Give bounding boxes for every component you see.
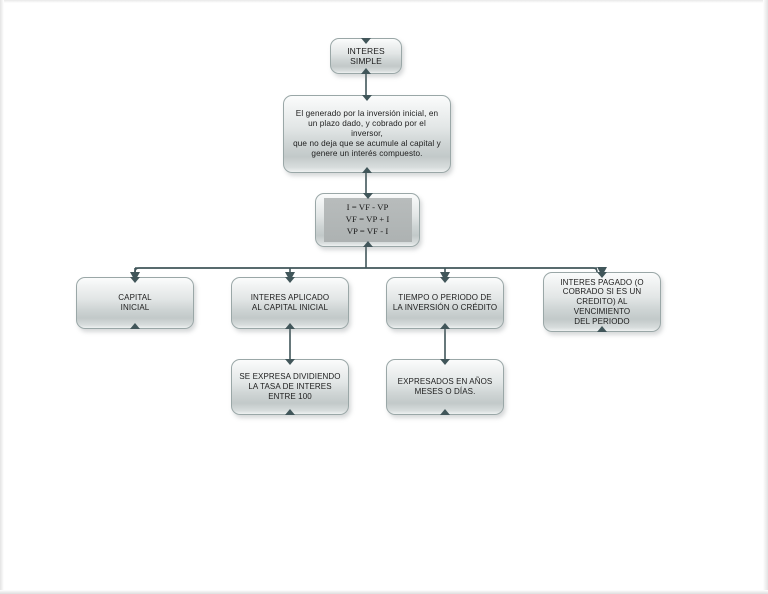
formula-line: VP = VF - I xyxy=(346,225,389,236)
node-nub-top-icon xyxy=(361,38,371,44)
node-nub-bottom-icon xyxy=(440,323,450,329)
node-nub-top-icon xyxy=(285,359,295,365)
node-nub-bottom-icon xyxy=(361,68,371,74)
node-nub-bottom-icon xyxy=(130,323,140,329)
arrowhead-tiempo xyxy=(440,272,450,281)
node-nub-top-icon xyxy=(362,193,373,199)
arrowhead-capital xyxy=(130,272,140,281)
node-nub-top-icon xyxy=(362,95,372,101)
node-nub-top-icon xyxy=(130,277,140,283)
formula-line: VF = VP + I xyxy=(345,214,390,225)
formula-line: I = VF - VP xyxy=(346,202,389,213)
formula-panel: I = VF - VP VF = VP + I VP = VF - I xyxy=(323,198,412,242)
node-nub-bottom-icon xyxy=(440,409,450,415)
node-nub-top-icon xyxy=(440,277,450,283)
node-nub-top-icon xyxy=(440,359,450,365)
node-nub-bottom-icon xyxy=(597,326,607,332)
node-nub-bottom-icon xyxy=(362,241,373,247)
node-nub-bottom-icon xyxy=(285,323,295,329)
arrowhead-interes-aplicado xyxy=(285,272,295,281)
node-nub-top-icon xyxy=(597,272,607,278)
node-formulas[interactable]: I = VF - VP VF = VP + I VP = VF - I xyxy=(315,193,420,247)
node-nub-top-icon xyxy=(285,277,295,283)
node-nub-bottom-icon xyxy=(285,409,295,415)
node-definition-label: El generado por la inversión inicial, en… xyxy=(293,109,441,158)
node-definition[interactable]: El generado por la inversión inicial, en… xyxy=(283,95,451,173)
arrowhead-interes-pagado xyxy=(597,267,607,276)
connector-bus xyxy=(134,267,598,277)
node-nub-bottom-icon xyxy=(362,167,372,173)
